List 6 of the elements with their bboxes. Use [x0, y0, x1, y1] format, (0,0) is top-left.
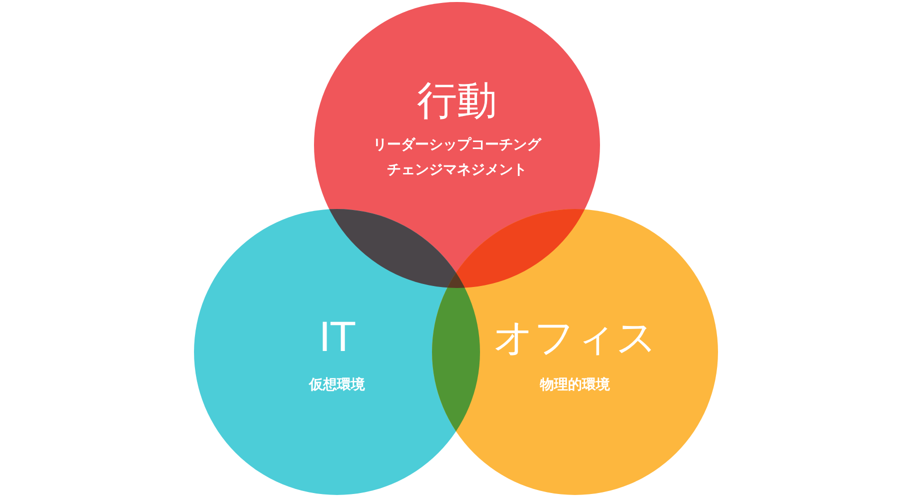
circle-text: 物理的環境 — [538, 376, 611, 395]
circle-title: IT — [318, 315, 356, 361]
circle-text: 仮想環境 — [308, 376, 366, 395]
circle-title: オフィス — [492, 315, 658, 361]
circle-title: 行動 — [416, 78, 498, 124]
circle-text: リーダーシップコーチングチェンジマネジメント — [372, 136, 542, 180]
